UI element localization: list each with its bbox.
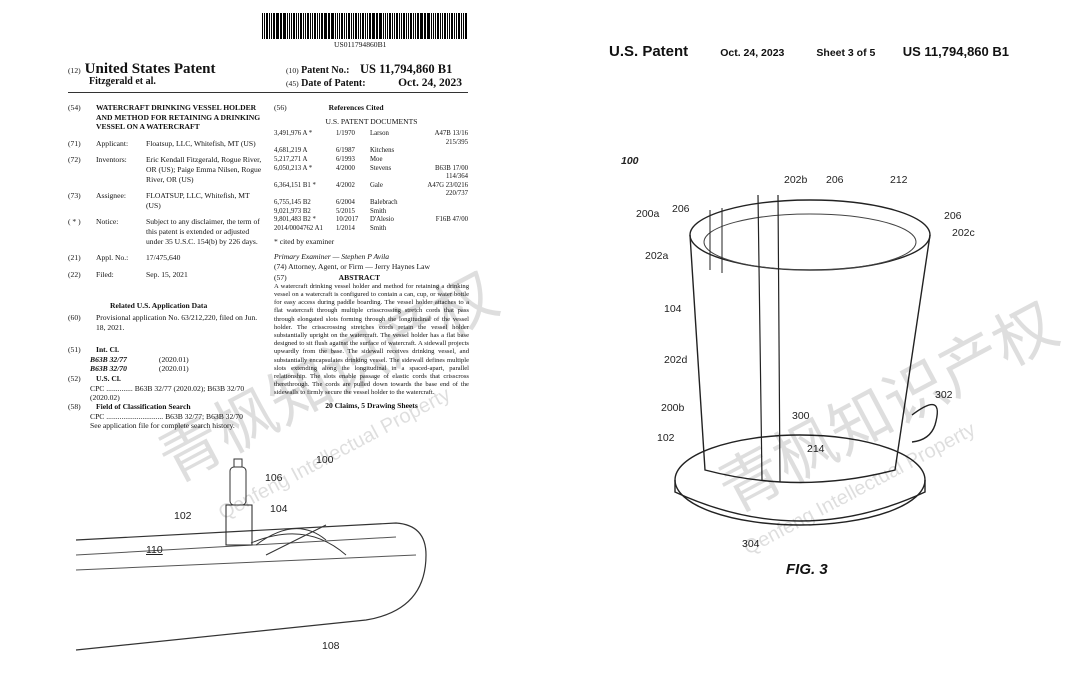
ref-label: 102 [174,510,192,522]
reference-row: 220/737 [445,190,468,198]
field-6: (22)Filed:Sep. 15, 2021 [68,269,188,279]
field-2: (72)Inventors:Eric Kendall Fitzgerald, R… [68,155,262,184]
ref-label: 206 [944,210,962,222]
ref-label: 212 [890,174,908,186]
field-1: (71)Applicant:Floatsup, LLC, Whitefish, … [68,138,256,148]
ref-label: 110 [146,544,163,556]
provisional: (60)Provisional application No. 63/212,2… [68,313,258,332]
ref-label: 202d [664,354,688,366]
field-0: (54)WATERCRAFT DRINKING VESSEL HOLDER AN… [68,103,261,132]
ref-label: 206 [672,203,690,215]
header-rule [68,92,468,93]
ref-label: 200b [661,402,685,414]
bibliographic-fields: (54)WATERCRAFT DRINKING VESSEL HOLDER AN… [68,103,263,286]
reference-row: 114/364 [445,173,468,181]
inventors-short: Fitzgerald et al. [89,76,156,87]
ref-label: 302 [935,389,953,401]
ref-label: 100 [621,155,639,167]
ref-label: 200a [636,208,660,220]
ref-label: 206 [826,174,844,186]
ref-label: 104 [664,303,682,315]
patent-type: (12) United States Patent [68,61,216,77]
field-search: (58)Field of Classification Search CPC .… [68,402,243,431]
ref-label: 202b [784,174,808,186]
vessel-holder-drawing [674,194,939,526]
ref-label: 304 [742,538,760,550]
ref-label: 104 [270,503,288,515]
barcode [262,13,467,39]
ref-label: 214 [807,443,825,455]
abstract: A watercraft drinking vessel holder and … [274,282,469,397]
reference-row: 215/395 [445,138,468,146]
figure-caption: FIG. 3 [786,561,828,578]
field-3: (73)Assignee:FLOATSUP, LLC, Whitefish, M… [68,191,250,210]
ref-label: 106 [265,472,283,484]
related-heading: Related U.S. Application Data [110,301,208,310]
ref-label: 202c [952,227,975,239]
field-5: (21)Appl. No.:17/475,640 [68,253,181,263]
patent-date: (45) Date of Patent: Oct. 24, 2023 [286,77,462,89]
int-cl: (51)Int. Cl. B63B 32/77(2020.01) B63B 32… [68,345,189,374]
patent-number: (10) Patent No.: US 11,794,860 B1 [286,62,453,76]
field-4: ( * )Notice:Subject to any disclaimer, t… [68,217,260,246]
paddleboard-drawing [75,458,427,651]
ref-label: 202a [645,250,669,262]
barcode-text: US011794860B1 [334,40,387,49]
ref-label: 300 [792,410,810,422]
ref-label: 100 [316,454,334,466]
ref-label: 102 [657,432,675,444]
us-cl: (52)U.S. Cl. CPC .............. B63B 32/… [68,374,245,403]
references: (56)References Cited U.S. PATENT DOCUMEN… [274,103,469,410]
ref-label: 108 [322,640,340,652]
sheet-header: U.S. Patent Oct. 24, 2023 Sheet 3 of 5 U… [609,43,1009,60]
